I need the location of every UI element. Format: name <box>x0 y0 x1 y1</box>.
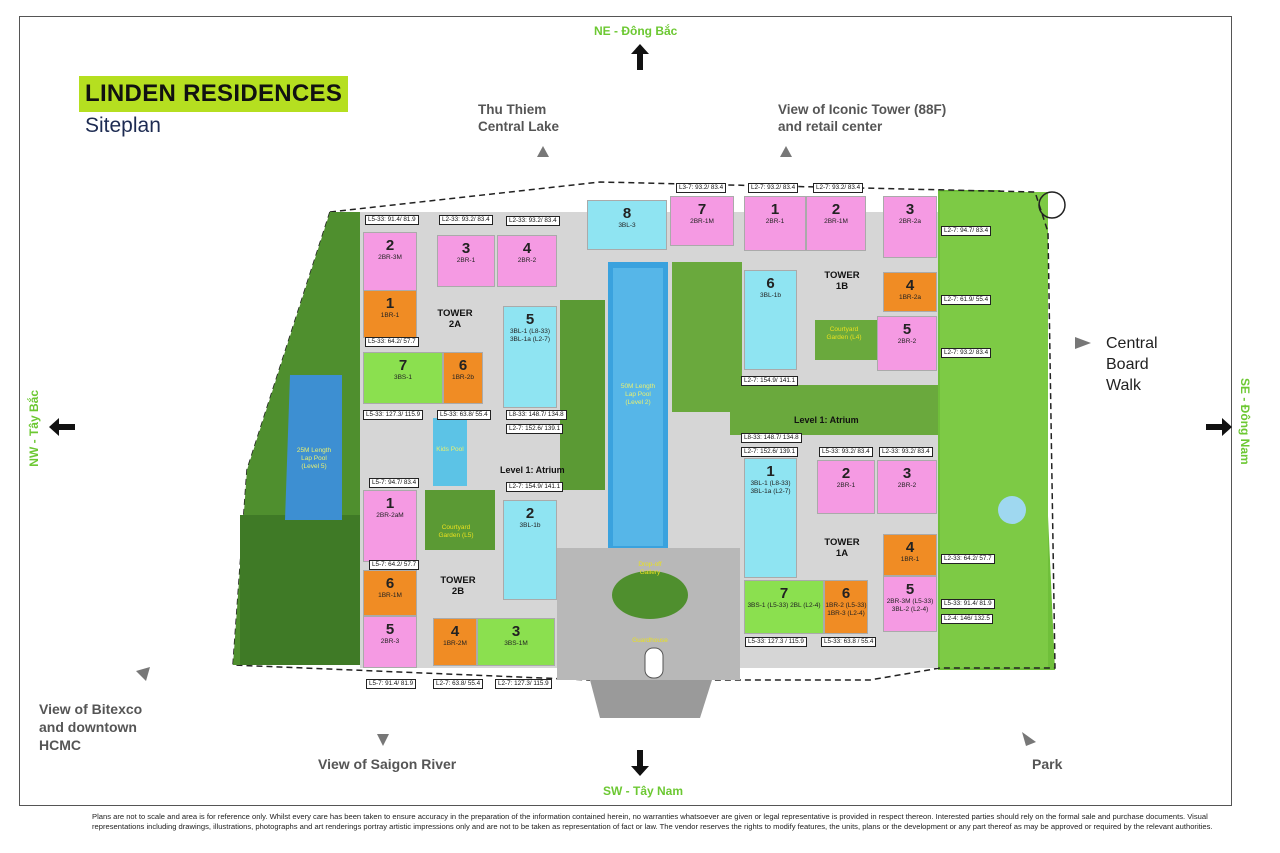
area-tag: L2-7: 93.2/ 83.4 <box>813 183 864 193</box>
direction-east: SE - Đông Nam <box>1238 378 1252 465</box>
project-title: LINDEN RESIDENCES <box>79 76 349 112</box>
area-tag: L2-33: 93.2/ 83.4 <box>439 215 493 225</box>
arrow-left-icon <box>49 418 75 436</box>
area-tag: L5-7: 91.4/ 81.9 <box>366 679 417 689</box>
direction-south: SW - Tây Nam <box>603 784 684 798</box>
view-pointer-icon <box>377 734 389 746</box>
area-tag: L2-7: 63.8/ 55.4 <box>433 679 484 689</box>
level-atrium-left: Level 1: Atrium <box>500 465 565 475</box>
area-tag: L2-33: 93.2/ 83.4 <box>879 447 933 457</box>
area-tag: L2-33: 93.2/ 83.4 <box>506 216 560 226</box>
area-tag: L5-33: 127.3/ 115.9 <box>363 410 424 420</box>
area-tag: L2-7: 154.9/ 141.1 <box>741 376 799 386</box>
arrow-up-icon <box>631 44 649 70</box>
area-tag: L2-7: 154.9/ 141.1 <box>506 482 564 492</box>
area-tag: L2-7: 127.3/ 115.9 <box>495 679 552 689</box>
view-pointer-icon <box>1022 732 1036 746</box>
area-tag: L5-33: 91.4/ 81.9 <box>941 599 995 609</box>
direction-north: NE - Đông Bắc <box>594 24 678 38</box>
level-atrium-right: Level 1: Atrium <box>794 415 859 425</box>
area-tag: L5-33: 63.8/ 55.4 <box>437 410 491 420</box>
area-tag: L2-7: 93.2/ 83.4 <box>748 183 799 193</box>
legal-disclaimer: Plans are not to scale and area is for r… <box>92 812 1213 831</box>
area-tag: L3-7: 93.2/ 83.4 <box>676 183 727 193</box>
area-tag: L5-33: 127.3 / 115.9 <box>745 637 807 647</box>
area-tag: L2-7: 61.9/ 55.4 <box>941 295 992 305</box>
view-park: Park <box>1032 756 1063 772</box>
area-tag: L2-33: 64.2/ 57.7 <box>941 554 995 564</box>
area-tag: L2-7: 152.6/ 139.1 <box>506 424 564 434</box>
arrow-right-icon <box>1206 418 1232 436</box>
area-tag: L8-33: 148.7/ 134.8 <box>741 433 802 443</box>
area-tag: L5-33: 64.2/ 57.7 <box>365 337 419 347</box>
area-tag: L2-7: 152.6/ 139.1 <box>741 447 799 457</box>
area-tag: L8-33: 148.7/ 134.8 <box>506 410 567 420</box>
kids-pool-label: Kids Pool <box>436 446 464 453</box>
view-iconic-tower: View of Iconic Tower (88F)and retail cen… <box>778 102 947 134</box>
area-tag: L2-7: 94.7/ 83.4 <box>941 226 992 236</box>
view-pointer-icon <box>780 146 792 157</box>
view-pointer-icon <box>136 667 150 681</box>
guardhouse-label: Guardhouse <box>632 637 668 644</box>
area-tag: L5-7: 94.7/ 83.4 <box>369 478 420 488</box>
area-tag: L5-33: 91.4/ 81.9 <box>365 215 419 225</box>
area-tag: L2-7: 93.2/ 83.4 <box>941 348 992 358</box>
area-tag: L2-4: 146/ 132.5 <box>941 614 993 624</box>
area-tag: L5-33: 93.2/ 83.4 <box>819 447 873 457</box>
view-saigon-river: View of Saigon River <box>318 756 457 772</box>
area-tag: L5-7: 64.2/ 57.7 <box>369 560 420 570</box>
arrow-down-icon <box>631 750 649 776</box>
area-tag: L5-33: 63.8 / 55.4 <box>821 637 877 647</box>
page-subtitle: Siteplan <box>85 114 161 137</box>
view-pointer-icon <box>537 146 549 157</box>
view-pointer-icon <box>1075 337 1091 349</box>
